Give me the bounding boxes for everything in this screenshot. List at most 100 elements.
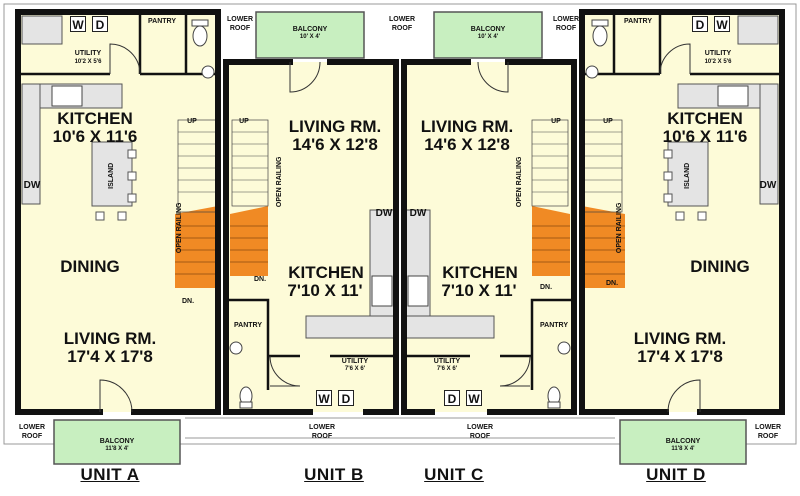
washer-c: W [466,390,482,406]
balcony-a-label: BALCONY [99,438,135,445]
railing-c-label: OPEN RAILING [516,156,524,208]
doors [99,43,701,413]
kitchen-d-title: KITCHEN [667,109,743,128]
island-d [667,141,709,207]
lower-roof-2-line1: LOWER [388,16,416,23]
railing-b-label: OPEN RAILING [276,156,284,208]
balcony-c-label: BALCONY [470,26,506,33]
toilets [191,19,609,409]
kitchen-c-size: 7'10 X 11' [441,281,517,300]
lower-roof-4-line1: LOWER [18,424,46,431]
utility-d-label: UTILITY [704,50,732,57]
stair-upper-lines [178,131,622,193]
dining-a-label: DINING [60,257,120,276]
dryer-b: D [338,390,354,406]
railing-a-label: OPEN RAILING [176,202,184,254]
lower-roof-3-line2: ROOF [555,25,577,32]
unit-d-label: UNIT D [646,465,706,484]
kitchen-c-title: KITCHEN [442,263,518,282]
stair-c [532,206,570,276]
dw-d-label: DW [759,180,777,191]
living-c-title: LIVING RM. [420,117,514,136]
dryer-a: D [92,16,108,32]
balcony-b [255,11,365,59]
living-a-size: 17'4 X 17'8 [67,347,153,366]
lower-roof-6-line2: ROOF [469,433,491,440]
lower-roof-5-line2: ROOF [311,433,333,440]
washer-a: W [70,16,86,32]
lower-roof-2-line2: ROOF [391,25,413,32]
kitchen-d-size: 10'6 X 11'6 [662,127,748,146]
balcony-b-size: 10' X 4' [299,34,321,40]
railing-d-label: OPEN RAILING [616,202,624,254]
utility-d-size: 10'2 X 5'6 [704,59,732,65]
kitchen-b-title: KITCHEN [288,263,364,282]
balcony-b-label: BALCONY [292,26,328,33]
pantry-b-label: PANTRY [234,322,262,329]
dw-a-label: DW [23,180,41,191]
balcony-c [433,11,543,59]
dryer-c: D [444,390,460,406]
living-b-size: 14'6 X 12'8 [292,135,378,154]
dn-c-label: DN. [539,284,553,291]
utility-sink-d [737,15,779,45]
balcony-c-size: 10' X 4' [477,34,499,40]
kitchen-a-size: 10'6 X 11'6 [52,127,138,146]
lower-roof-7-line2: ROOF [757,433,779,440]
up-b-label: UP [239,118,249,125]
unit-a-label: UNIT A [80,465,140,484]
up-d-label: UP [603,118,613,125]
utility-b-size: 7'6 X 6' [344,366,366,372]
kitchen-b-size: 7'10 X 11' [287,281,363,300]
balcony-d-label: BALCONY [665,438,701,445]
balconies [53,11,747,465]
counter-c-bottom [405,315,495,339]
lower-roof-1-line1: LOWER [226,16,254,23]
living-a-title: LIVING RM. [63,329,157,348]
up-c-label: UP [551,118,561,125]
dryer-d: D [692,16,708,32]
lower-roof-6-line1: LOWER [466,424,494,431]
stair-d [582,206,625,288]
lower-roof-4-line2: ROOF [21,433,43,440]
stair-b [230,206,268,276]
stairs-orange [175,206,625,288]
washer-d: W [714,16,730,32]
kitchen-a-title: KITCHEN [57,109,133,128]
island-a [91,141,133,207]
roof-outline [3,3,797,445]
pantry-a-label: PANTRY [148,18,176,25]
island-a-label: ISLAND [108,162,116,189]
dw-b-label: DW [375,208,393,219]
balcony-a-size: 11'8 X 4' [105,446,129,452]
up-a-label: UP [187,118,197,125]
living-c-size: 14'6 X 12'8 [424,135,510,154]
counter-a-side [21,83,41,205]
balcony-d-size: 11'8 X 4' [671,446,695,452]
unit-b-label: UNIT B [304,465,364,484]
balcony-d [619,419,747,465]
stair-a [175,206,218,288]
pantry-c-label: PANTRY [540,322,568,329]
lower-roof-7-line1: LOWER [754,424,782,431]
balcony-a [53,419,181,465]
counter-b-bottom [305,315,395,339]
counter-d-side [759,83,779,205]
stools [95,149,707,221]
stair-treads [175,225,625,275]
dn-a-label: DN. [181,298,195,305]
utility-b-label: UTILITY [341,358,369,365]
island-d-label: ISLAND [684,162,692,189]
walls [15,9,785,415]
utility-a-label: UTILITY [74,50,102,57]
living-d-size: 17'4 X 17'8 [637,347,723,366]
dn-d-label: DN. [605,280,619,287]
lower-roof-5-line1: LOWER [308,424,336,431]
dining-d-label: DINING [690,257,750,276]
washer-b: W [316,390,332,406]
utility-c-size: 7'6 X 6' [436,366,458,372]
utility-a-size: 10'2 X 5'6 [74,59,102,65]
lower-roof-1-line2: ROOF [229,25,251,32]
